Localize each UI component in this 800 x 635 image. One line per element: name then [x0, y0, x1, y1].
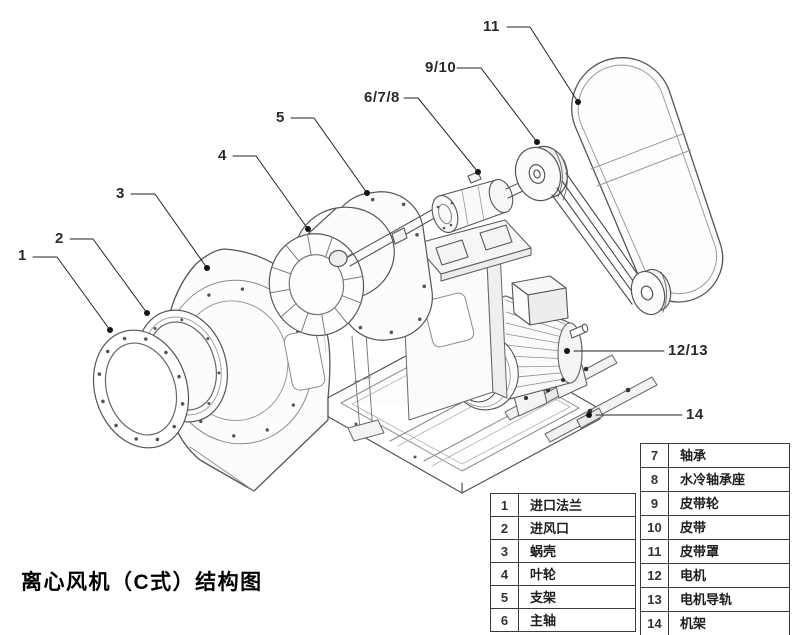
part-number: 13	[640, 587, 669, 612]
callout-label-9-10: 9/10	[425, 59, 457, 76]
part-name: 轴承	[668, 443, 790, 468]
part-number: 12	[640, 563, 669, 588]
part-name: 电机	[668, 563, 790, 588]
callout-label-3: 3	[116, 185, 125, 202]
part-name: 电机导轨	[668, 587, 790, 612]
part-number: 10	[640, 515, 669, 540]
part-number: 4	[490, 562, 519, 586]
part-name: 支架	[518, 585, 636, 609]
part-name: 水冷轴承座	[668, 467, 790, 492]
belt-cover-drawing	[571, 57, 724, 303]
part-name: 主轴	[518, 608, 636, 632]
callout-label-4: 4	[218, 147, 227, 164]
callout-label-5: 5	[276, 109, 285, 126]
part-name: 进口法兰	[518, 493, 636, 517]
impeller-drawing	[268, 206, 395, 337]
callout-dots	[107, 99, 592, 418]
page-title: 离心风机（C式）结构图	[21, 571, 263, 594]
part-number: 14	[640, 611, 669, 635]
part-number: 11	[640, 539, 669, 564]
part-number: 2	[490, 516, 519, 540]
part-name: 皮带罩	[668, 539, 790, 564]
part-name: 皮带轮	[668, 491, 790, 516]
part-number: 7	[640, 443, 669, 468]
pulley-belt-drawing	[514, 145, 672, 316]
callout-leader-lines	[32, 26, 683, 418]
part-number: 1	[490, 493, 519, 517]
part-name: 叶轮	[518, 562, 636, 586]
part-number: 6	[490, 608, 519, 632]
callout-label-11: 11	[483, 18, 500, 35]
callout-label-14: 14	[686, 406, 704, 423]
callout-label-2: 2	[55, 230, 64, 247]
callout-label-1: 1	[18, 247, 27, 264]
part-name: 蜗壳	[518, 539, 636, 563]
inlet-flange-drawing	[92, 329, 190, 449]
part-number: 3	[490, 539, 519, 563]
callout-label-12-13: 12/13	[668, 342, 709, 359]
callout-label-6-7-8: 6/7/8	[364, 89, 400, 106]
part-name: 机架	[668, 611, 790, 635]
part-number: 9	[640, 491, 669, 516]
part-name: 进风口	[518, 516, 636, 540]
part-name: 皮带	[668, 515, 790, 540]
part-number: 5	[490, 585, 519, 609]
part-number: 8	[640, 467, 669, 492]
